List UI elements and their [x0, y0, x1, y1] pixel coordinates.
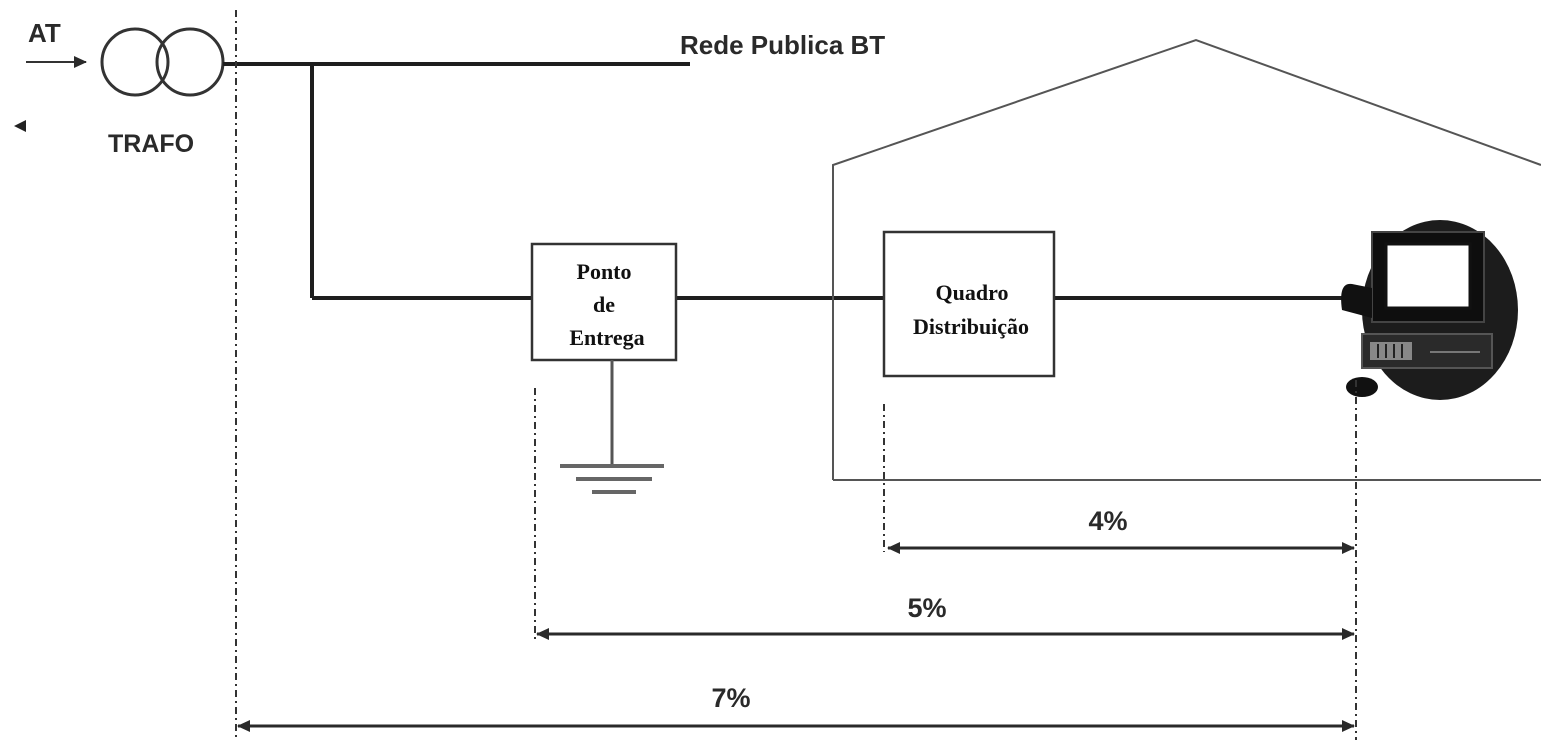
- quadro-distribuicao-box: Quadro Distribuição: [882, 230, 1056, 378]
- quadro-line2: Distribuição: [913, 314, 1029, 339]
- ponto-entrega-box: Ponto de Entrega: [530, 242, 678, 362]
- ponto-entrega-line1: Ponto: [577, 259, 632, 284]
- quadro-line1: Quadro: [936, 280, 1009, 305]
- at-label: AT: [28, 18, 61, 48]
- rede-publica-label: Rede Publica BT: [680, 30, 885, 60]
- ground-symbol-icon: [560, 360, 664, 494]
- ponto-entrega-line2: de: [593, 292, 615, 317]
- transformer-icon: [100, 27, 225, 97]
- dimension-label-4: 4%: [1088, 506, 1127, 536]
- computer-icon: [1341, 220, 1518, 400]
- dimension-label-7: 7%: [711, 683, 750, 713]
- small-arrowhead-icon: [14, 120, 26, 132]
- dimension-label-5: 5%: [907, 593, 946, 623]
- ponto-entrega-line3: Entrega: [569, 325, 644, 350]
- building-outline: [832, 38, 1541, 480]
- trafo-label: TRAFO: [108, 130, 194, 158]
